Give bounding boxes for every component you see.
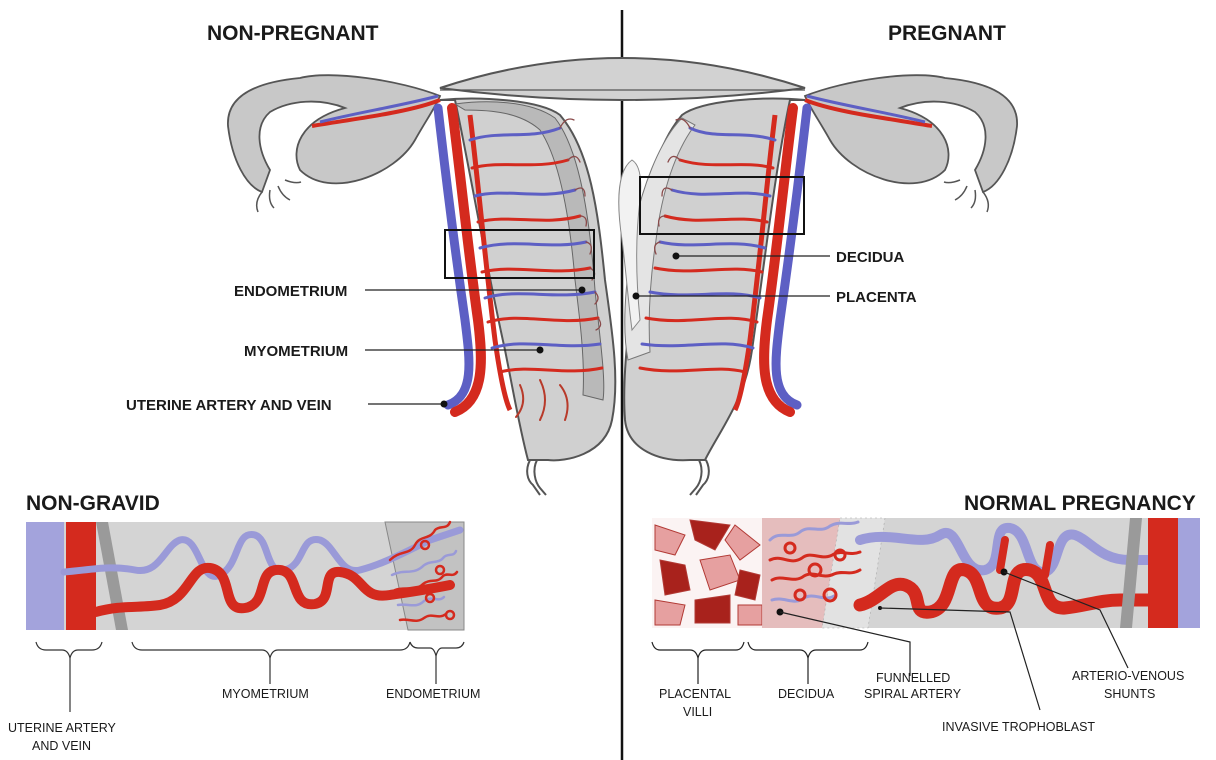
label-placenta: PLACENTA	[836, 289, 917, 306]
label-uterine-artery-line1: UTERINE ARTERY	[8, 721, 117, 735]
label-av-line1: ARTERIO-VENOUS	[1072, 669, 1184, 683]
heading-non-gravid: NON-GRAVID	[26, 492, 160, 515]
uterine-fundus	[440, 58, 805, 100]
label-lower-myometrium: MYOMETRIUM	[222, 687, 309, 701]
placental-villi-shapes	[655, 520, 762, 625]
non-gravid-uterine-vein	[26, 522, 64, 630]
arterio-venous-shunt-1	[1000, 540, 1005, 570]
non-gravid-detail: UTERINE ARTERY AND VEIN MYOMETRIUM ENDOM…	[8, 522, 480, 753]
pregnancy-uterine-artery	[1148, 518, 1178, 628]
right-cervix	[696, 460, 709, 495]
left-cervix	[527, 460, 540, 495]
heading-non-pregnant: NON-PREGNANT	[207, 22, 379, 45]
label-av-line2: SHUNTS	[1104, 687, 1155, 701]
label-lower-endometrium: ENDOMETRIUM	[386, 687, 480, 701]
right-ovary-tube	[805, 75, 1017, 192]
label-invasive-trophoblast: INVASIVE TROPHOBLAST	[942, 720, 1095, 734]
label-lower-decidua: DECIDUA	[778, 687, 835, 701]
heading-pregnant: PREGNANT	[888, 22, 1006, 45]
pregnancy-detail: PLACENTAL VILLI DECIDUA FUNNELLED SPIRAL…	[652, 518, 1200, 734]
label-funnelled-line2: SPIRAL ARTERY	[864, 687, 962, 701]
label-decidua: DECIDUA	[836, 249, 905, 266]
label-myometrium: MYOMETRIUM	[244, 343, 348, 360]
left-ovary-tube	[228, 75, 440, 192]
non-gravid-brackets	[36, 642, 464, 712]
heading-normal-pregnancy: NORMAL PREGNANCY	[964, 492, 1196, 515]
label-placental-line2: VILLI	[683, 705, 712, 719]
label-funnelled-line1: FUNNELLED	[876, 671, 950, 685]
label-placental-line1: PLACENTAL	[659, 687, 731, 701]
label-uterine-artery-vein: UTERINE ARTERY AND VEIN	[126, 397, 332, 414]
arterio-venous-shunt-2	[1045, 545, 1050, 575]
pregnancy-uterine-vein	[1178, 518, 1200, 628]
label-endometrium: ENDOMETRIUM	[234, 283, 347, 300]
label-uterine-artery-line2: AND VEIN	[32, 739, 91, 753]
